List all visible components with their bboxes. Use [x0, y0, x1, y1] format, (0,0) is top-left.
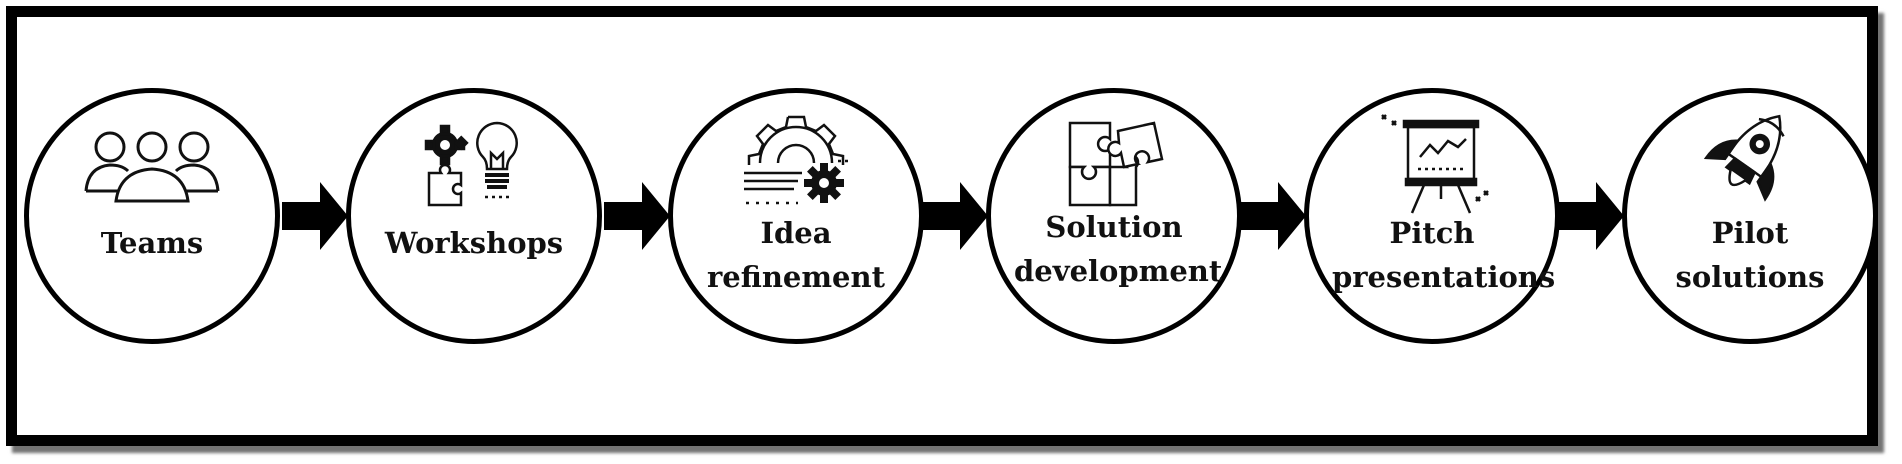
flow-arrow [1558, 182, 1624, 250]
workshop-icon [424, 121, 518, 207]
flow-arrow [922, 182, 988, 250]
puzzle-icon [1068, 121, 1164, 207]
stage-idea-refinement: Idea refinement [668, 88, 924, 344]
stage-teams: Teams [24, 88, 280, 344]
flow-arrow [1240, 182, 1306, 250]
stage-workshops: Workshops [346, 88, 602, 344]
stage-label-line: Pitch presentations [1309, 211, 1555, 299]
stage-pilot-solutions: Pilot solutions [1622, 88, 1878, 344]
stage-label: Pilot solutions [1675, 216, 1825, 294]
stage-label-line: Pilot solutions [1627, 211, 1873, 299]
stage-pitch-presentations: Pitch presentations [1304, 88, 1560, 344]
stage-label: Teams [100, 226, 204, 260]
stage-label-line: Idea refinement [673, 211, 919, 299]
rocket-icon [1703, 114, 1785, 202]
gear-icon [744, 115, 850, 205]
flow-arrow [282, 182, 348, 250]
stage-label: Solution development [1014, 210, 1223, 288]
stage-label: Pitch presentations [1332, 216, 1556, 294]
stage-label: Workshops [384, 226, 564, 260]
presentation-board-icon [1381, 114, 1489, 214]
flow-arrow [604, 182, 670, 250]
stage-label-line: Solution development [991, 205, 1237, 293]
stage-solution-development: Solution development [986, 88, 1242, 344]
stage-label: Idea refinement [707, 216, 885, 294]
team-icon [84, 131, 220, 203]
